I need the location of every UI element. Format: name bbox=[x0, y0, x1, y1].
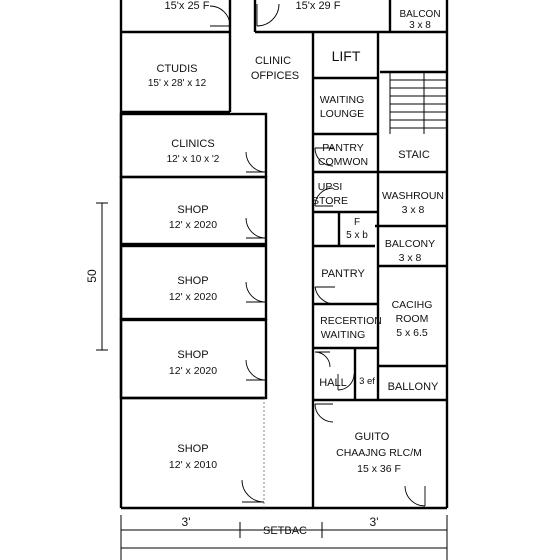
balcony-mid-dim: 3 x 8 bbox=[399, 252, 422, 264]
door-pantry bbox=[314, 286, 336, 305]
door-pantry-common bbox=[314, 147, 334, 167]
stair-treads bbox=[389, 72, 447, 134]
ballony-label: BALLONY bbox=[388, 381, 439, 393]
reception-label-1: RECERTION bbox=[320, 315, 382, 327]
door-shop3 bbox=[245, 359, 267, 381]
studio-dim: 15' x 28' x 12 bbox=[148, 78, 207, 89]
hall-label: HALL bbox=[319, 377, 347, 389]
f-room-dim: 5 x b bbox=[346, 230, 368, 241]
ups-store-label-2: STORE bbox=[312, 195, 348, 207]
shop3-label: SHOP bbox=[177, 349, 208, 361]
length-dimension bbox=[96, 202, 108, 351]
setback-lines bbox=[120, 515, 448, 560]
small-room-label: 3 ef bbox=[359, 376, 375, 387]
cabin-room-label-1: CACIHG bbox=[392, 299, 433, 311]
door-shop1 bbox=[245, 217, 267, 239]
guest-dim: 15 x 36 F bbox=[357, 463, 401, 475]
door-shop4 bbox=[241, 479, 265, 503]
lift-label: LIFT bbox=[332, 48, 361, 64]
reception-label-2: WAITING bbox=[321, 329, 366, 341]
right-rooms-walls bbox=[311, 32, 447, 508]
guest-label-1: GUITO bbox=[355, 431, 390, 443]
clinic-offices-label-1: CLINIC bbox=[255, 55, 291, 67]
setback-label: SETBAC bbox=[263, 525, 307, 537]
setback-right-dim: 3' bbox=[370, 515, 379, 529]
shop2-dim: 12' x 2020 bbox=[169, 291, 217, 303]
clinic-offices-label-2: OFPICES bbox=[251, 70, 299, 82]
balcony-top-label: BALCON bbox=[399, 9, 440, 20]
cabin-room-dim: 5 x 6.5 bbox=[396, 327, 428, 339]
door-top-left bbox=[209, 5, 231, 27]
clinics-label: CLINICS bbox=[171, 138, 214, 150]
shop4-label: SHOP bbox=[177, 443, 208, 455]
waiting-lounge-label-1: WAITING bbox=[320, 94, 365, 106]
shop1-dim: 12' x 2020 bbox=[169, 219, 217, 231]
setback-left-dim: 3' bbox=[182, 515, 191, 529]
pantry-common-label-2: COMWON bbox=[318, 156, 368, 168]
stair-label: STAIC bbox=[398, 149, 430, 161]
door-guest bbox=[314, 403, 334, 423]
waiting-lounge-label-2: LOUNGE bbox=[320, 108, 364, 120]
door-guest-bottom bbox=[404, 485, 426, 507]
balcony-top-dim: 3 x 8 bbox=[409, 20, 431, 31]
length-dim-label: 50 bbox=[85, 269, 99, 283]
guest-label-2: CHAAJNG RLC/M bbox=[336, 447, 422, 459]
door-reception bbox=[314, 351, 331, 368]
left-rooms-walls bbox=[119, 112, 268, 508]
studio-label: CTUDIS bbox=[157, 63, 198, 75]
shop2-label: SHOP bbox=[177, 275, 208, 287]
top-left-room-dim: 15'x 25 F bbox=[165, 0, 210, 12]
door-clinics bbox=[245, 151, 267, 173]
shop3-dim: 12' x 2020 bbox=[169, 365, 217, 377]
top-mid-room-dim: 15'x 29 F bbox=[296, 0, 341, 12]
top-rooms-walls bbox=[121, 0, 447, 114]
balcony-mid-label: BALCONY bbox=[385, 238, 435, 250]
cabin-room-label-2: ROOM bbox=[396, 313, 429, 325]
door-hall bbox=[337, 373, 355, 391]
shop4-dim: 12' x 2010 bbox=[169, 459, 217, 471]
door-shop2 bbox=[245, 281, 267, 303]
f-room-label: F bbox=[354, 217, 360, 228]
shop1-label: SHOP bbox=[177, 204, 208, 216]
washroom-dim: 3 x 8 bbox=[402, 204, 425, 216]
pantry-label: PANTRY bbox=[321, 268, 365, 280]
washroom-label: WASHROUN bbox=[382, 190, 444, 202]
door-top-mid bbox=[256, 3, 280, 27]
door-ups-store bbox=[314, 187, 334, 207]
ups-store-label-1: UPSI bbox=[318, 181, 343, 193]
pantry-common-label-1: PANTRY bbox=[322, 142, 364, 154]
clinics-dim: 12' x 10 x '2 bbox=[167, 154, 220, 165]
